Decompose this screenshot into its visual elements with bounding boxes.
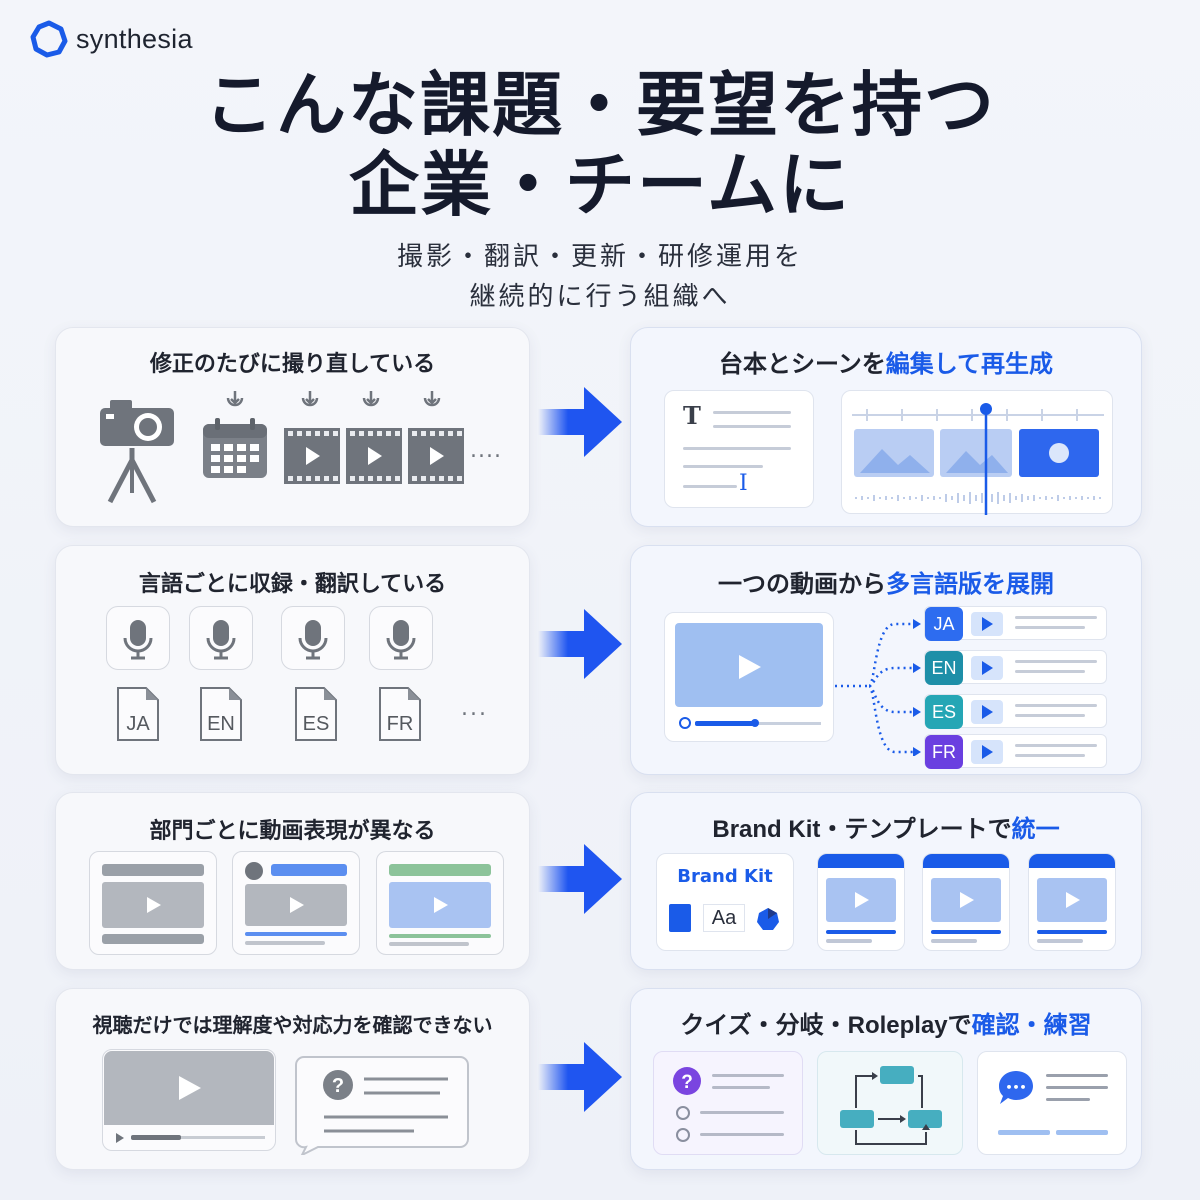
language-version-en: EN [924,650,1107,685]
play-icon [855,892,869,908]
subheadline-line-1: 撮影・翻訳・更新・研修運用を [396,242,803,272]
play-icon [971,612,1003,636]
quiz-panel: ? [653,1051,803,1155]
template-thumbnail [89,851,217,955]
problem-title: 部門ごとに動画表現が異なる [149,819,436,844]
logo-text: synthesia [76,23,193,54]
problem-card-inconsistent-style: 部門ごとに動画表現が異なる [55,792,530,970]
microphone-icon [369,606,433,670]
arrow-right-icon [538,844,622,914]
language-version-es: ES [924,694,1107,729]
language-badge: FR [925,735,963,769]
source-video-player [664,612,834,742]
file-icon-es: ES [294,686,338,742]
language-version-ja: JA [924,606,1107,641]
timeline-panel [841,390,1113,515]
branching-panel [817,1051,963,1155]
arrow-right-icon [538,387,622,457]
font-sample: Aa [703,904,745,932]
brand-kit-label: Brand Kit [677,866,773,887]
passive-video-player [102,1049,276,1151]
problem-card-per-language: 言語ごとに収録・翻訳している JA EN ES FR ... [55,545,530,775]
brand-template-thumbnail [922,853,1010,951]
problem-title: 言語ごとに収録・翻訳している [138,572,447,597]
brand-color-swatch [669,904,691,932]
chat-bubble-icon: ••• [999,1071,1033,1104]
ellipsis: ... [461,696,488,721]
question-bubble-icon: ? [295,1056,469,1155]
play-icon [434,897,448,913]
chat-glyph: ••• [1005,1081,1026,1094]
file-icon-ja: JA [116,686,160,742]
file-icon-fr: FR [378,686,422,742]
script-editor-panel: T I [664,390,814,508]
solution-card-interactive: クイズ・分岐・Roleplayで確認・練習 ? [630,988,1142,1170]
problem-card-no-assessment: 視聴だけでは理解度や対応力を確認できない ? [55,988,530,1170]
text-cursor-icon: I [739,471,748,496]
language-badge: JA [925,607,963,641]
template-thumbnail [232,851,360,955]
film-strip-icon [284,428,464,484]
subheadline-line-2: 継続的に行う組織へ [469,282,731,312]
play-icon [971,700,1003,724]
brand-template-thumbnail [817,853,905,951]
problem-card-reshoot: 修正のたびに撮り直している [55,327,530,527]
template-thumbnail [376,851,504,955]
play-icon [960,892,974,908]
camera-tripod-icon [100,400,174,504]
redo-icon [362,391,380,407]
ellipsis: .... [470,438,502,463]
roleplay-panel: ••• [977,1051,1127,1155]
microphone-icon [189,606,253,670]
quiz-question-icon: ? [673,1067,701,1095]
branch-connector-icon [835,619,921,756]
redo-icon [301,391,319,407]
arrow-right-icon [538,609,622,679]
redo-icon [226,391,244,407]
brand-template-thumbnail [1028,853,1116,951]
synthesia-logo-icon [30,20,68,58]
language-badge: ES [925,695,963,729]
redo-icon [423,391,441,407]
branching-flow-icon [840,1066,942,1145]
question-glyph: ? [332,1075,344,1097]
solution-card-multilingual: 一つの動画から多言語版を展開 JA EN ES FR [630,545,1142,775]
headline-line-2: 企業・チームに [349,144,851,226]
language-version-fr: FR [924,734,1107,769]
play-icon [1066,892,1080,908]
play-icon [971,656,1003,680]
timeline-graphic [852,403,1104,515]
microphone-icon [106,606,170,670]
solution-card-brand-kit: Brand Kit・テンプレートで統一 Brand Kit Aa [630,792,1142,970]
calendar-icon [203,418,267,478]
headline-line-1: こんな課題・要望を持つ [204,64,996,146]
solution-card-edit-regenerate: 台本とシーンを編集して再生成 T I [630,327,1142,527]
play-icon [147,897,161,913]
radio-option [676,1128,690,1142]
play-icon [739,655,761,679]
language-badge: EN [925,651,963,685]
play-icon [290,897,304,913]
microphone-icon [281,606,345,670]
quiz-glyph: ? [681,1072,693,1093]
brand-logo-icon [757,908,779,930]
solution-title: 一つの動画から多言語版を展開 [718,570,1054,598]
play-icon [971,740,1003,764]
brand-kit-panel: Brand Kit Aa [656,853,794,951]
problem-title: 視聴だけでは理解度や対応力を確認できない [92,1013,493,1037]
radio-option [676,1106,690,1120]
file-icon-en: EN [199,686,243,742]
play-small-icon [116,1133,124,1143]
arrow-right-icon [538,1042,622,1112]
text-tool-icon: T [683,401,701,430]
solution-title: Brand Kit・テンプレートで統一 [712,816,1060,843]
play-icon [179,1076,201,1100]
solution-title: 台本とシーンを編集して再生成 [718,350,1054,378]
solution-title: クイズ・分岐・Roleplayで確認・練習 [680,1012,1092,1039]
synthesia-logo: synthesia [30,20,193,58]
problem-title: 修正のたびに撮り直している [149,352,436,377]
